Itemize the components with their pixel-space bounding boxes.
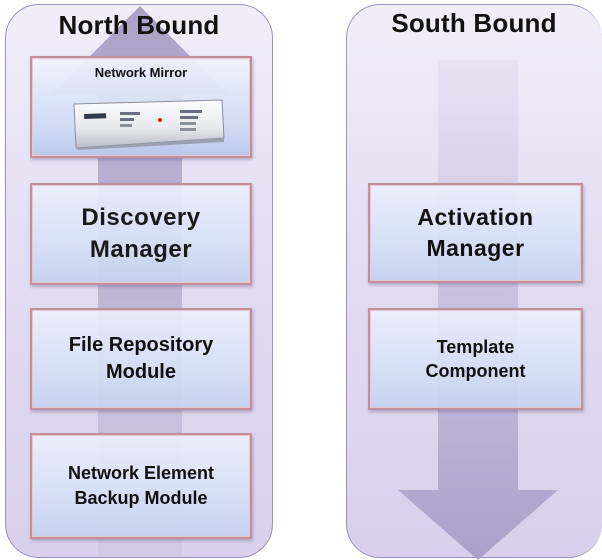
activation-manager-line1: Activation: [417, 204, 534, 230]
template-component-line1: Template: [436, 337, 515, 357]
file-repository-line1: File Repository: [68, 334, 214, 356]
activation-manager-module: Activation Manager: [368, 183, 583, 283]
template-component-line2: Component: [425, 361, 526, 381]
discovery-manager-line1: Discovery: [81, 204, 201, 231]
network-device-icon: [73, 99, 225, 150]
south-bound-title: South Bound: [391, 8, 557, 38]
backup-module-line2: Backup Module: [74, 488, 208, 508]
file-repository-line2: Module: [105, 361, 176, 383]
north-bound-title: North Bound: [58, 10, 220, 40]
network-element-backup-module: Network Element Backup Module: [30, 433, 252, 539]
file-repository-module: File Repository Module: [30, 308, 252, 410]
template-component-module: Template Component: [368, 308, 583, 410]
network-mirror-title: Network Mirror: [94, 65, 188, 80]
network-mirror-module: Network Mirror: [30, 56, 252, 158]
activation-manager-line2: Manager: [426, 235, 525, 261]
discovery-manager-line2: Manager: [89, 236, 193, 263]
backup-module-line1: Network Element: [67, 463, 215, 483]
discovery-manager-module: Discovery Manager: [30, 183, 252, 285]
